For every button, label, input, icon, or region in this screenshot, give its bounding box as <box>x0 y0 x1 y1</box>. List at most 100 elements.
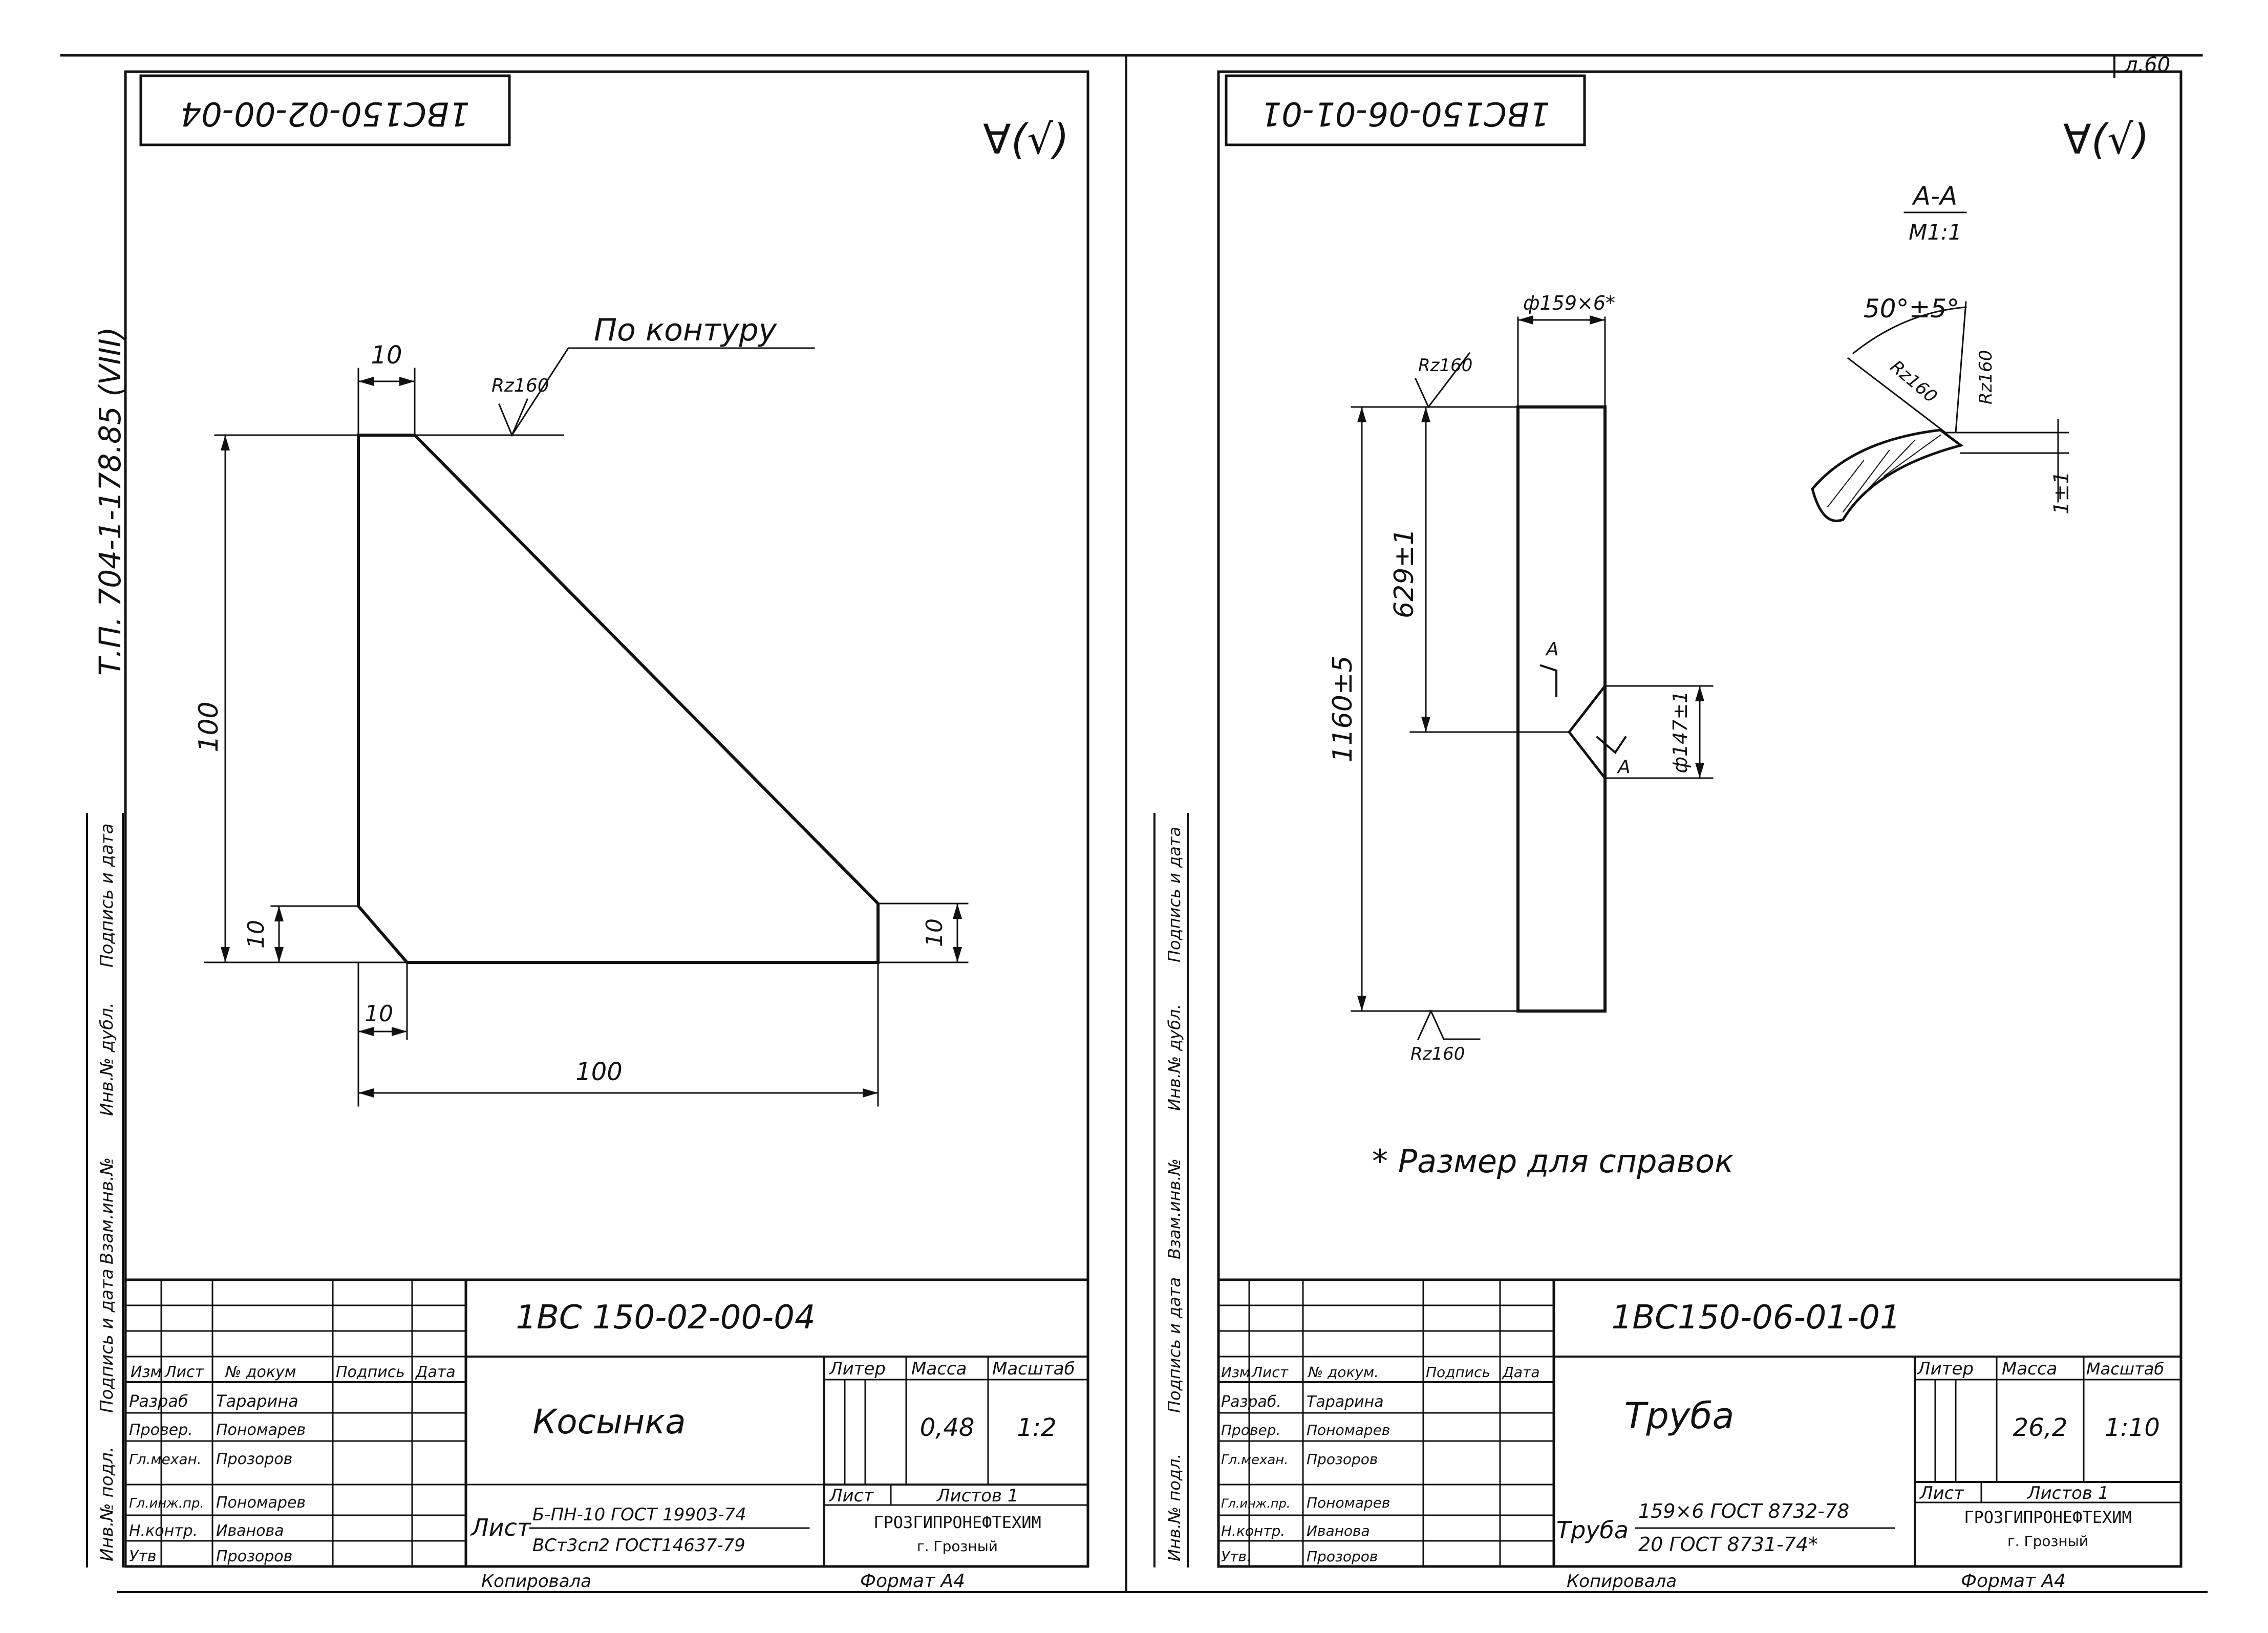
left-roughness-mark: ∀(√) <box>983 116 1069 163</box>
left-material-prefix: Лист <box>470 1514 531 1541</box>
section-hatch <box>1827 434 1941 513</box>
left-frame <box>124 70 1089 1568</box>
left-col-doc: № докум <box>224 1363 296 1381</box>
margin-field-4: Инв.№ дубл. <box>97 1002 117 1116</box>
right-role-4: Гл.инж.пр. <box>1221 1496 1290 1511</box>
dim-hole: ф147±1 <box>1669 691 1692 773</box>
left-name-2: Пономарев <box>216 1421 306 1439</box>
section-mark-bottom-line <box>1596 736 1627 754</box>
left-role-5: Н.контр. <box>129 1522 198 1540</box>
margin-field-2: Подпись и дата <box>97 1269 117 1413</box>
section-mark-top-line <box>1539 664 1557 697</box>
rz-top: Rz160 <box>1418 355 1472 376</box>
left-margin: Т.П. 704-1-178.85 (VIII) Инв.№ подл. Под… <box>86 327 127 1567</box>
right-scale-label: Масштаб <box>2086 1359 2164 1379</box>
dim-len-upper: 629±1 <box>1389 528 1420 618</box>
section-scale: М1:1 <box>1909 220 1962 245</box>
contour-roughness-tick <box>498 398 528 437</box>
right-role-1: Разраб. <box>1221 1393 1281 1411</box>
right-material-bottom: 20 ГОСТ 8731-74* <box>1638 1533 1818 1556</box>
right-sheet-label: Лист <box>1919 1483 1964 1503</box>
pipe-cutout <box>1567 684 1607 780</box>
right-sheets-label: Листов 1 <box>2026 1483 2109 1503</box>
pipe-body <box>1516 405 1607 1013</box>
left-name-5: Иванова <box>216 1522 284 1540</box>
right-margin-field-1: Инв.№ подл. <box>1165 1453 1184 1561</box>
left-role-6: Утв <box>129 1548 156 1565</box>
right-col-date: Дата <box>1502 1364 1540 1381</box>
right-mass: 26,2 <box>2013 1413 2068 1442</box>
left-name-3: Прозоров <box>216 1450 292 1468</box>
right-role-2: Провер. <box>1221 1422 1280 1438</box>
left-name-1: Тарарина <box>216 1391 298 1411</box>
dim-h-bottom-right: 10 <box>922 918 948 947</box>
right-designation: 1BC150-06-01-01 <box>1611 1299 1900 1337</box>
left-title-block <box>124 1278 1089 1568</box>
left-part-name: Косынка <box>532 1402 686 1442</box>
right-format: Формат А4 <box>1961 1571 2066 1592</box>
section-mark-top: А <box>1545 639 1559 660</box>
dim-h-bottom-left: 10 <box>243 920 269 949</box>
left-role-2: Провер. <box>129 1421 193 1439</box>
left-mass: 0,48 <box>920 1413 975 1442</box>
right-copied: Копировала <box>1567 1571 1677 1592</box>
right-role-5: Н.контр. <box>1221 1522 1285 1539</box>
left-code-box-text: 1BC150-02-00-04 <box>180 94 469 132</box>
right-name-5: Иванова <box>1307 1522 1370 1539</box>
left-name-4: Пономарев <box>216 1494 306 1512</box>
project-code: Т.П. 704-1-178.85 (VIII) <box>93 327 127 676</box>
kosynka-outline <box>357 434 880 964</box>
right-city: г. Грозный <box>2007 1533 2088 1550</box>
right-material-prefix: Труба <box>1556 1516 1629 1544</box>
left-scale: 1:2 <box>1017 1413 1056 1442</box>
angle-dim: 50°±5° <box>1864 294 1959 324</box>
left-sheet: 1BC150-02-00-04 ∀(√) 10 100 10 10 100 10… <box>124 70 1089 1592</box>
right-margin-field-3: Взам.инв.№ <box>1165 1158 1184 1259</box>
left-role-4: Гл.инж.пр. <box>129 1496 204 1511</box>
left-col-sign: Подпись <box>336 1363 405 1381</box>
right-name-4: Пономарев <box>1307 1494 1390 1511</box>
right-col-list: Лист <box>1251 1364 1289 1381</box>
right-code-box <box>1225 74 1586 146</box>
dim-w-top: 10 <box>371 341 402 370</box>
left-sheet-label: Лист <box>828 1486 874 1506</box>
contour-roughness: Rz160 <box>491 375 549 396</box>
left-material-bottom: ВСт3сп2 ГОСТ14637-79 <box>532 1535 745 1556</box>
right-name-2: Пономарев <box>1307 1422 1390 1438</box>
rz-bottom: Rz160 <box>1410 1044 1465 1064</box>
section-rz-a: Rz160 <box>1886 356 1941 407</box>
right-part-name: Труба <box>1624 1395 1735 1437</box>
section-rz-b: Rz160 <box>1976 350 1996 404</box>
contour-note: По контуру <box>594 312 778 348</box>
right-col-sign: Подпись <box>1426 1364 1490 1381</box>
margin-field-5: Подпись и дата <box>97 823 117 968</box>
right-role-3: Гл.механ. <box>1221 1452 1289 1468</box>
section-mark-bottom: А <box>1617 757 1631 778</box>
right-role-6: Утв. <box>1221 1548 1251 1565</box>
dim-w-bottom-left: 10 <box>365 1001 393 1027</box>
left-copied: Копировала <box>481 1571 591 1592</box>
dim-len-total: 1160±5 <box>1328 656 1358 763</box>
margin-field-1: Инв.№ подл. <box>97 1447 117 1561</box>
rz-bottom-tick <box>1417 1009 1481 1040</box>
right-roughness-mark: ∀(√) <box>2063 116 2149 163</box>
left-col-list: Лист <box>164 1363 205 1381</box>
dim-w-bottom: 100 <box>575 1058 623 1086</box>
right-margin-field-4: Инв.№ дубл. <box>1165 1004 1184 1111</box>
left-scale-label: Масштаб <box>992 1359 1075 1379</box>
left-role-1: Разраб <box>129 1391 188 1411</box>
right-name-1: Тарарина <box>1307 1393 1384 1411</box>
left-literal-label: Литер <box>828 1359 886 1379</box>
margin-field-3: Взам.инв.№ <box>97 1157 117 1264</box>
right-title-block <box>1217 1278 2183 1568</box>
left-org: ГРОЗГИПРОНЕФТЕХИМ <box>873 1513 1041 1532</box>
section-title: А-А <box>1912 181 1957 211</box>
angle-leg-2 <box>1955 301 1967 434</box>
angle-arc <box>1852 306 1967 355</box>
right-col-doc: № докум. <box>1307 1364 1379 1381</box>
right-margin-field-2: Подпись и дата <box>1165 1277 1184 1413</box>
sheet-number: л.60 <box>2124 53 2170 77</box>
reference-note: * Размер для справок <box>1372 1143 1734 1180</box>
left-name-6: Прозоров <box>216 1548 292 1565</box>
